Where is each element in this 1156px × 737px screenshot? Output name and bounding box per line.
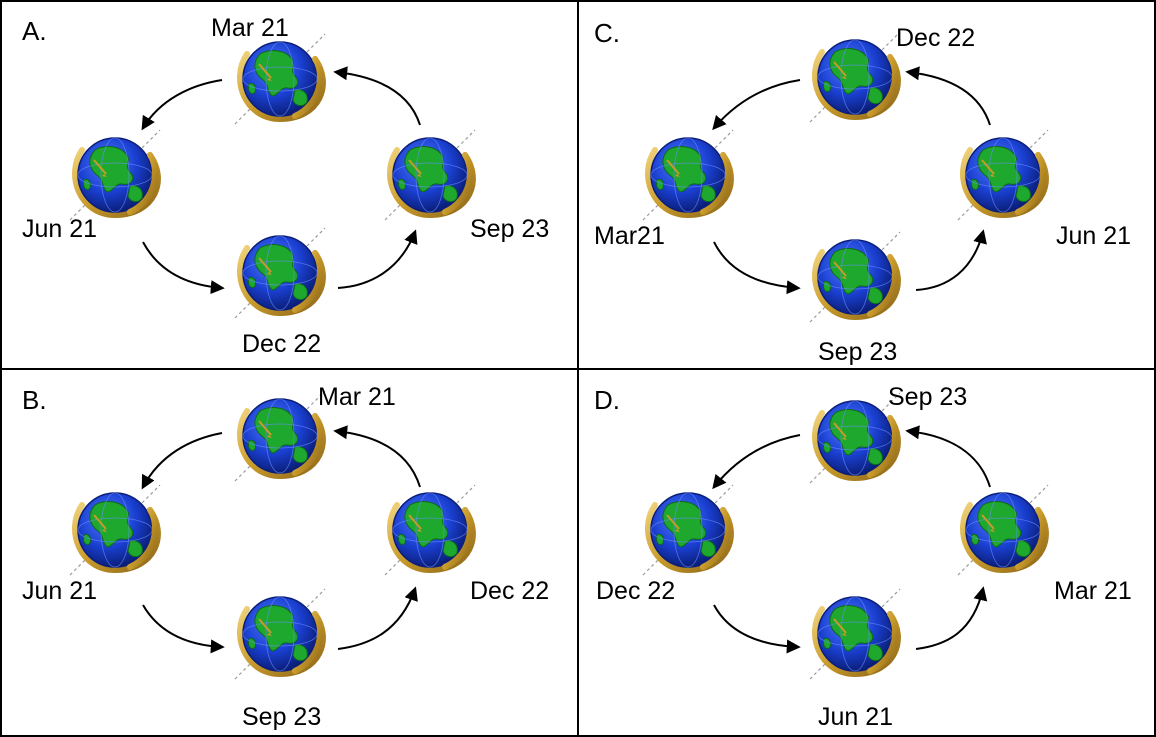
curved-arrow-icon — [337, 229, 418, 289]
curved-arrow-icon — [915, 229, 987, 291]
earth-globe-icon — [225, 579, 335, 689]
earth-globe-icon — [948, 475, 1058, 585]
option-panel-c[interactable]: C. Dec 22 Mar21 Sep 23 Jun 21 — [578, 0, 1156, 369]
date-label-right: Mar 21 — [1054, 577, 1132, 605]
option-letter: B. — [22, 385, 47, 415]
option-letter: C. — [594, 18, 620, 48]
curved-arrow-icon — [333, 66, 421, 126]
curved-arrow-icon — [337, 586, 418, 650]
date-label-right: Dec 22 — [470, 577, 550, 605]
earth-globe-icon — [800, 579, 910, 689]
earth-globe-icon — [60, 120, 170, 230]
option-panel-b[interactable]: B. Mar 21 Jun 21 Sep 23 Dec 22 — [0, 369, 578, 737]
date-label-right: Sep 23 — [470, 215, 550, 243]
date-label-top: Dec 22 — [896, 24, 976, 52]
date-label-bottom: Dec 22 — [242, 330, 322, 358]
earth-globe-icon — [375, 120, 485, 230]
date-label-top: Mar 21 — [211, 14, 289, 42]
option-panel-d[interactable]: D. Sep 23 Dec 22 Jun 21 Mar 21 — [578, 369, 1156, 737]
option-letter: A. — [22, 16, 47, 46]
date-label-left: Mar21 — [594, 222, 665, 250]
date-label-left: Jun 21 — [22, 215, 98, 243]
date-label-left: Jun 21 — [22, 577, 98, 605]
option-panel-a[interactable]: A. Mar 21 Jun 21 Dec 22 Sep 23 — [0, 0, 578, 369]
date-label-bottom: Sep 23 — [818, 338, 898, 366]
earth-globe-icon — [225, 218, 335, 328]
earth-globe-icon — [60, 475, 170, 585]
date-label-top: Mar 21 — [318, 383, 396, 411]
earth-globe-icon — [633, 475, 743, 585]
earth-globe-icon — [375, 475, 485, 585]
curved-arrow-icon — [713, 241, 801, 295]
curved-arrow-icon — [713, 604, 801, 654]
date-label-bottom: Jun 21 — [818, 703, 894, 731]
curved-arrow-icon — [905, 66, 991, 126]
date-label-right: Jun 21 — [1056, 222, 1132, 250]
curved-arrow-icon — [142, 241, 225, 295]
earth-globe-icon — [948, 120, 1058, 230]
date-label-left: Dec 22 — [596, 577, 676, 605]
curved-arrow-icon — [142, 604, 225, 654]
date-label-top: Sep 23 — [888, 383, 968, 411]
curved-arrow-icon — [915, 586, 988, 650]
earth-globe-icon — [800, 222, 910, 332]
earth-globe-icon — [633, 120, 743, 230]
option-letter: D. — [594, 385, 620, 415]
date-label-bottom: Sep 23 — [242, 703, 322, 731]
earth-globe-icon — [800, 22, 910, 132]
